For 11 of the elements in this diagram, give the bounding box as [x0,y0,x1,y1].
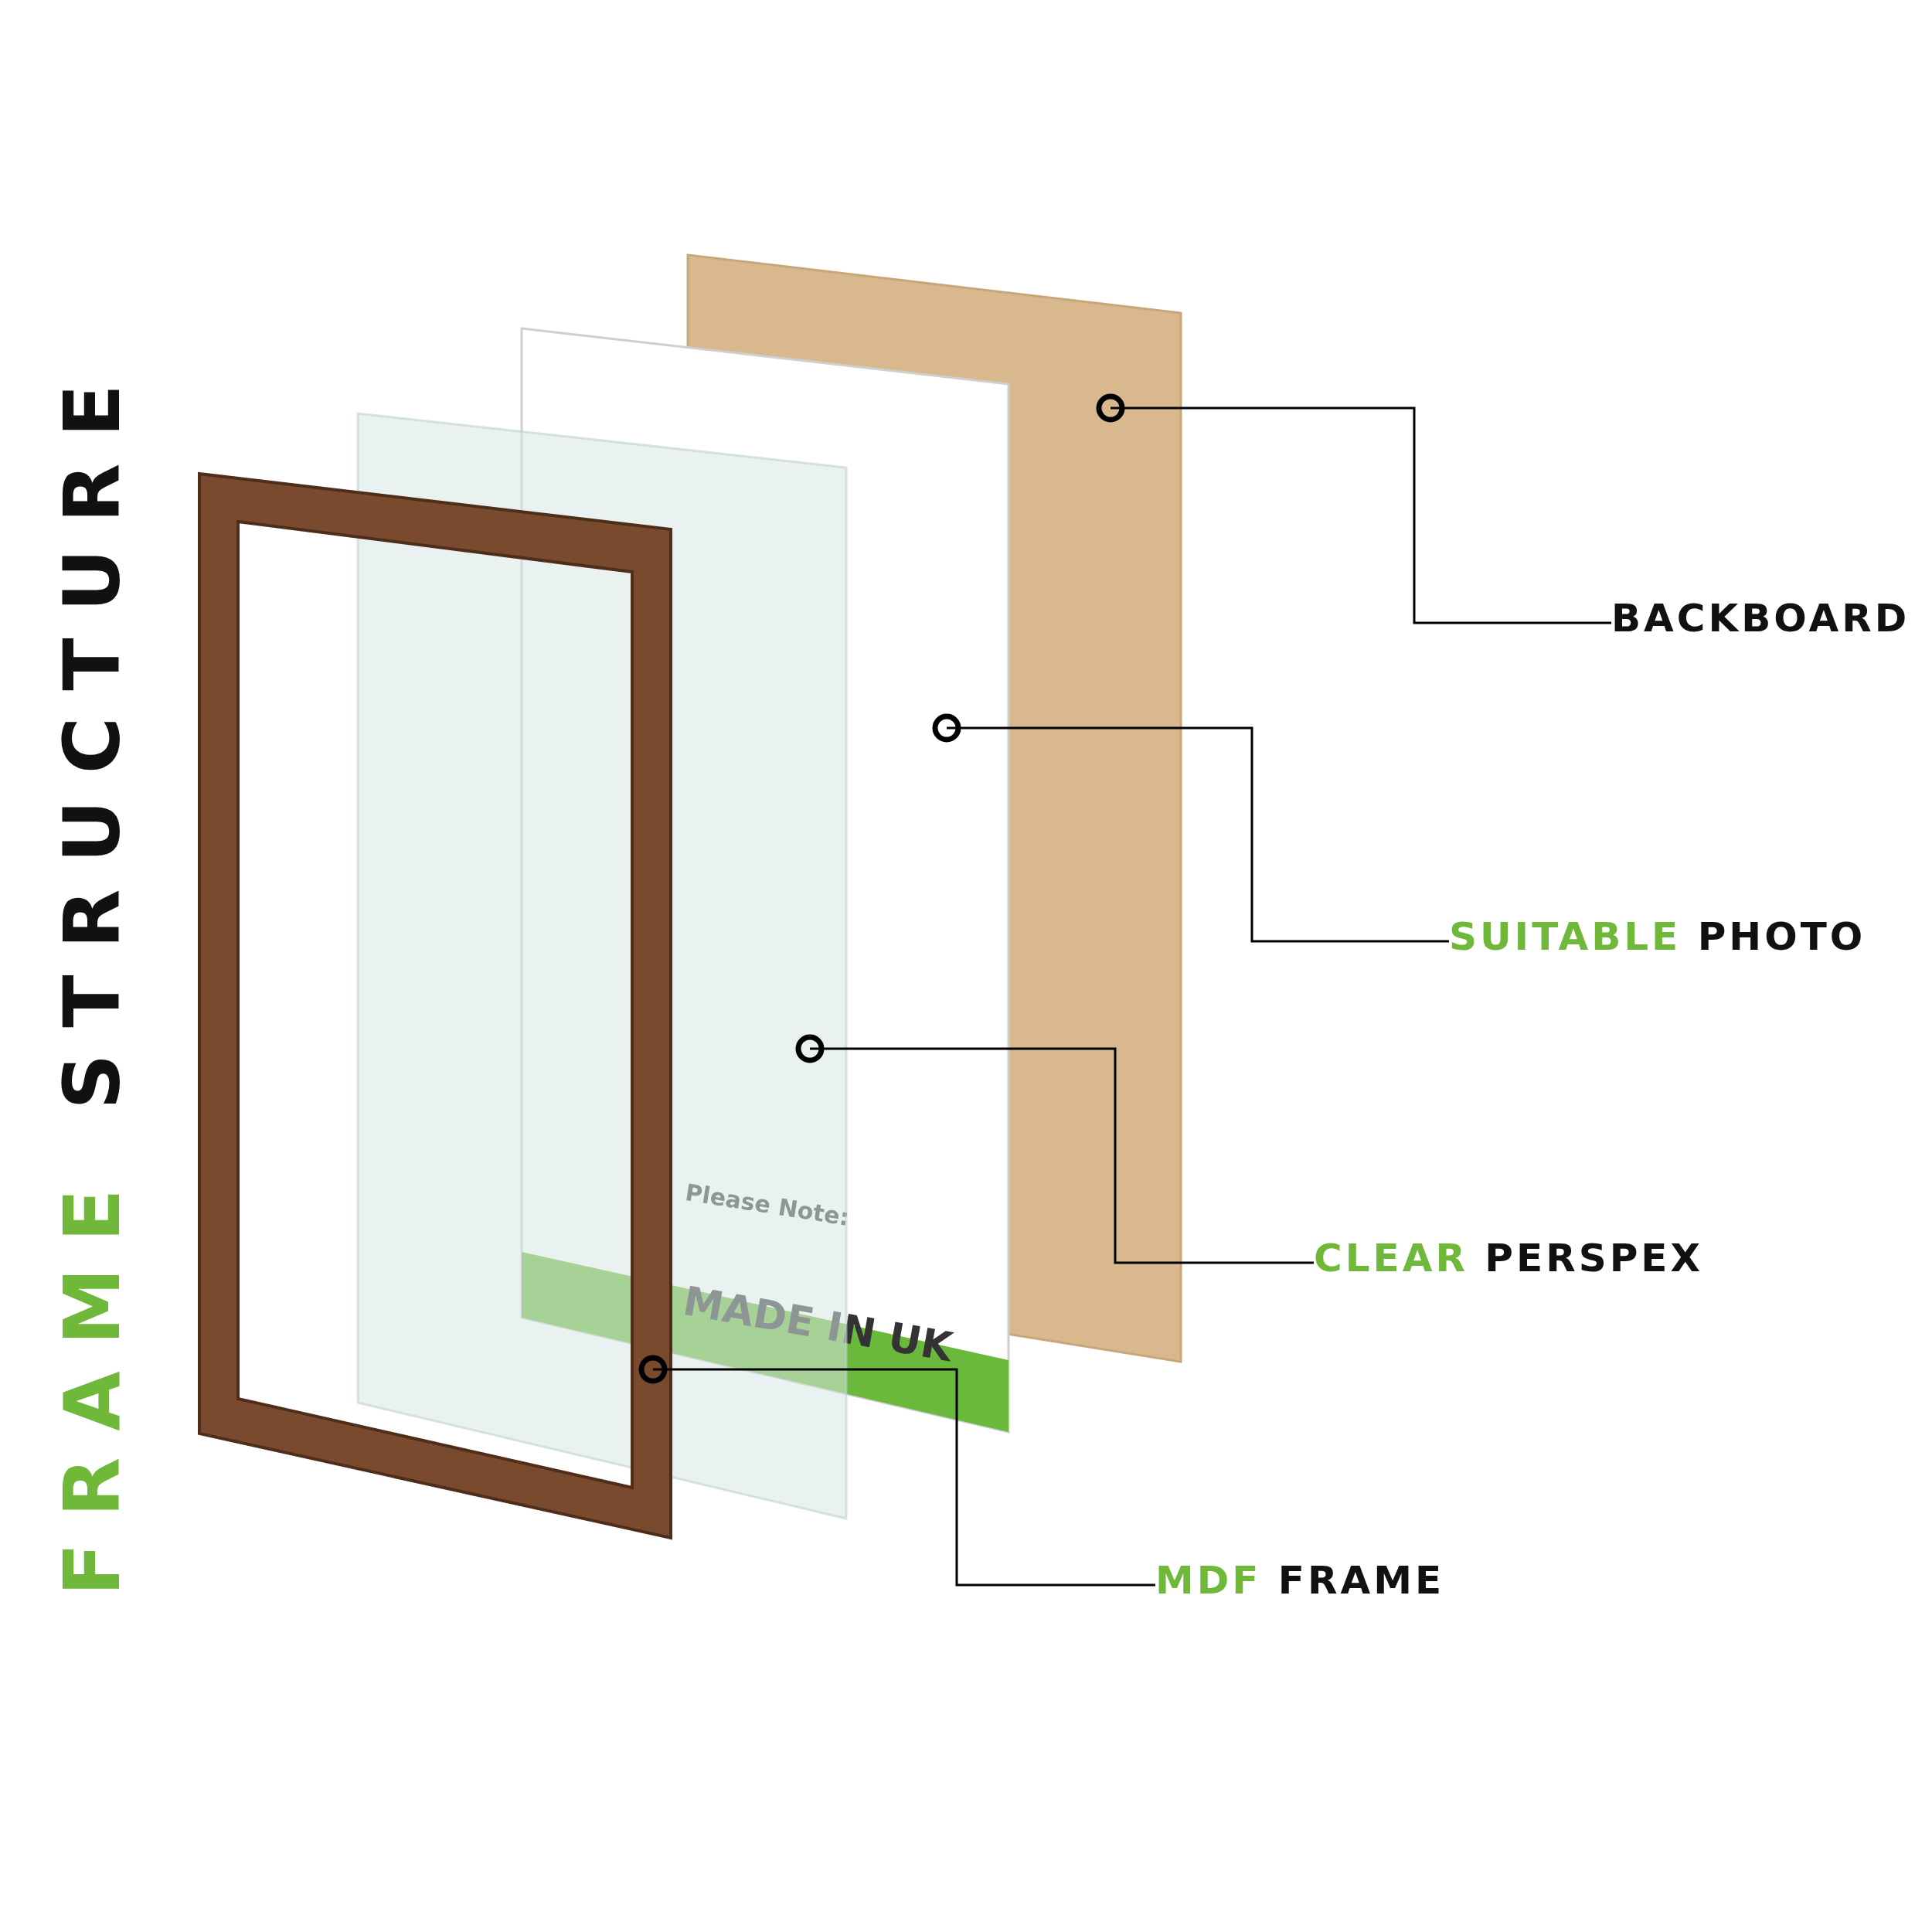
callout-label: MDF FRAME [1155,1561,1445,1600]
note-text: Please Note: [683,1179,852,1232]
leader-line [1096,393,1611,624]
callout-label: BACKBOARD [1611,599,1910,638]
callout-label: SUITABLE PHOTO [1449,917,1866,956]
callout-label: CLEAR PERSPEX [1314,1239,1703,1277]
made-in-uk-text: MADE IN UK [679,1277,956,1371]
leader-line [932,713,1449,943]
leader-line [795,1034,1314,1264]
leader-line [638,1355,1155,1587]
vertical-title: FRAME STRUCTURE [54,358,131,1596]
